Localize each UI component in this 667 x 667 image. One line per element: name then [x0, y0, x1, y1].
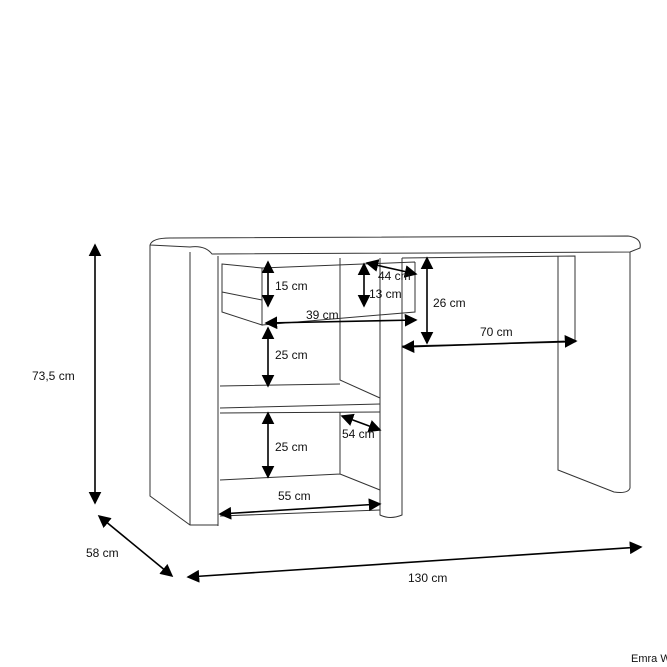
drawer-depth-label: 44 cm — [378, 269, 411, 283]
shelf-width-label: 55 cm — [278, 489, 311, 503]
lower-shelf-height-label: 25 cm — [275, 440, 308, 454]
height-label: 73,5 cm — [32, 369, 75, 383]
depth-arrow — [97, 514, 174, 578]
shelf-width-arrow — [218, 498, 382, 520]
depth-label: 58 cm — [86, 546, 119, 560]
width-arrow — [186, 541, 643, 583]
drawer-width-label: 39 cm — [306, 308, 339, 322]
knee-height-label: 26 cm — [433, 296, 466, 310]
width-label: 130 cm — [408, 571, 448, 585]
product-name: Emra Wood — [631, 653, 667, 665]
knee-width-label: 70 cm — [480, 325, 513, 339]
drawer-height-label: 15 cm — [275, 279, 308, 293]
dimension-arrows — [88, 243, 643, 583]
drawer-width-arrow — [264, 313, 418, 330]
drawer-inner-height-label: 13 cm — [369, 287, 402, 301]
shelf-depth-label: 54 cm — [342, 427, 375, 441]
upper-shelf-height-label: 25 cm — [275, 348, 308, 362]
drawer-depth-arrow — [365, 259, 418, 278]
shelf-depth-arrow — [340, 413, 382, 433]
knee-width-arrow — [401, 334, 578, 354]
